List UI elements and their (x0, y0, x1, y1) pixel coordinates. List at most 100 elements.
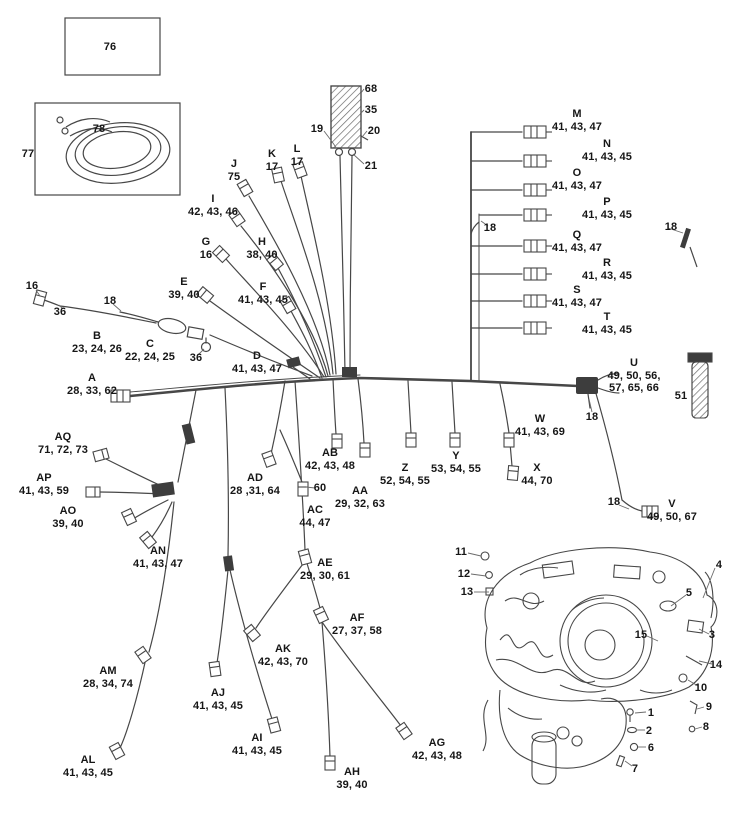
callout-18-3: 18 (664, 220, 678, 233)
connector-letter: AP (36, 472, 52, 484)
connector-parts: 28 ,31, 64 (230, 484, 280, 497)
connector-parts: 57, 65, 66 (609, 382, 659, 394)
callout-5: 5 (685, 586, 693, 599)
connector-letter: AQ (54, 431, 72, 443)
connector-parts: 53, 54, 55 (431, 462, 481, 475)
connector-parts: 41, 43, 47 (552, 241, 602, 254)
connector-letter: R (602, 257, 612, 269)
connector-parts: 41, 43, 59 (19, 484, 69, 497)
callout-18-4: 18 (585, 410, 599, 423)
callout-16: 16 (25, 279, 39, 292)
connector-letter: O (572, 167, 582, 179)
connector-letter: A (87, 372, 97, 384)
callout-68: 68 (364, 82, 378, 95)
callout-18-5: 18 (607, 495, 621, 508)
callout-7: 7 (631, 762, 639, 775)
connector-parts: 17 (265, 160, 279, 173)
connector-parts: 39, 40 (336, 778, 368, 791)
connector-parts: 42, 43, 48 (305, 459, 355, 472)
connector-letter: K (267, 148, 277, 160)
callout-76: 76 (103, 40, 117, 53)
connector-parts: 75 (227, 170, 241, 183)
connector-letter: X (533, 462, 541, 474)
connector-parts: 29, 30, 61 (300, 569, 350, 582)
callout-20: 20 (367, 124, 381, 137)
connector-letter: AH (343, 766, 361, 778)
callout-1: 1 (647, 706, 655, 719)
connector-parts: 28, 34, 74 (83, 677, 133, 690)
connector-letter: AL (80, 754, 96, 766)
connector-parts: 41, 43, 47 (552, 296, 602, 309)
connector-parts: 27, 37, 58 (332, 624, 382, 637)
callout-11: 11 (455, 545, 467, 558)
connector-letter: C (145, 338, 155, 350)
connector-parts: 42, 43, 70 (258, 655, 308, 668)
callout-51: 51 (674, 389, 688, 402)
connector-letter: G (201, 236, 211, 248)
connector-letter: J (230, 158, 238, 170)
connector-letter: S (573, 284, 581, 296)
connector-letter: E (180, 276, 188, 288)
connector-parts: 16 (199, 248, 213, 261)
connector-letter: AF (349, 612, 365, 624)
connector-parts: 44, 70 (521, 474, 553, 487)
powerhead-illustration (480, 547, 718, 785)
connector-parts: 49, 50, 67 (647, 510, 697, 523)
connector-parts: 42, 43, 46 (188, 205, 238, 218)
connector-letter: AM (99, 665, 117, 677)
part-51-sleeve (687, 352, 713, 419)
connector-letter: Y (452, 450, 460, 462)
connector-letter: AA (351, 485, 369, 497)
connector-parts: 41, 43, 45 (63, 766, 113, 779)
connector-letter: AD (246, 472, 264, 484)
connector-parts: 41, 43, 47 (232, 362, 282, 375)
connector-letter: Q (572, 229, 582, 241)
connector-parts: 41, 43, 45 (582, 323, 632, 336)
connector-parts: 39, 40 (168, 288, 200, 301)
connector-letter: AO (59, 505, 77, 517)
connector-letter: P (603, 196, 611, 208)
connector-letter: U (629, 357, 639, 369)
reference-boxes (34, 17, 181, 196)
connector-parts: 41, 43, 45 (582, 269, 632, 282)
callout-18-2: 18 (483, 221, 497, 234)
callout-60: 60 (313, 481, 327, 494)
callout-35: 35 (364, 103, 378, 116)
connector-letter: I (211, 193, 215, 205)
connector-parts: 22, 24, 25 (125, 350, 175, 363)
connector-parts: 41, 43, 45 (238, 293, 288, 306)
